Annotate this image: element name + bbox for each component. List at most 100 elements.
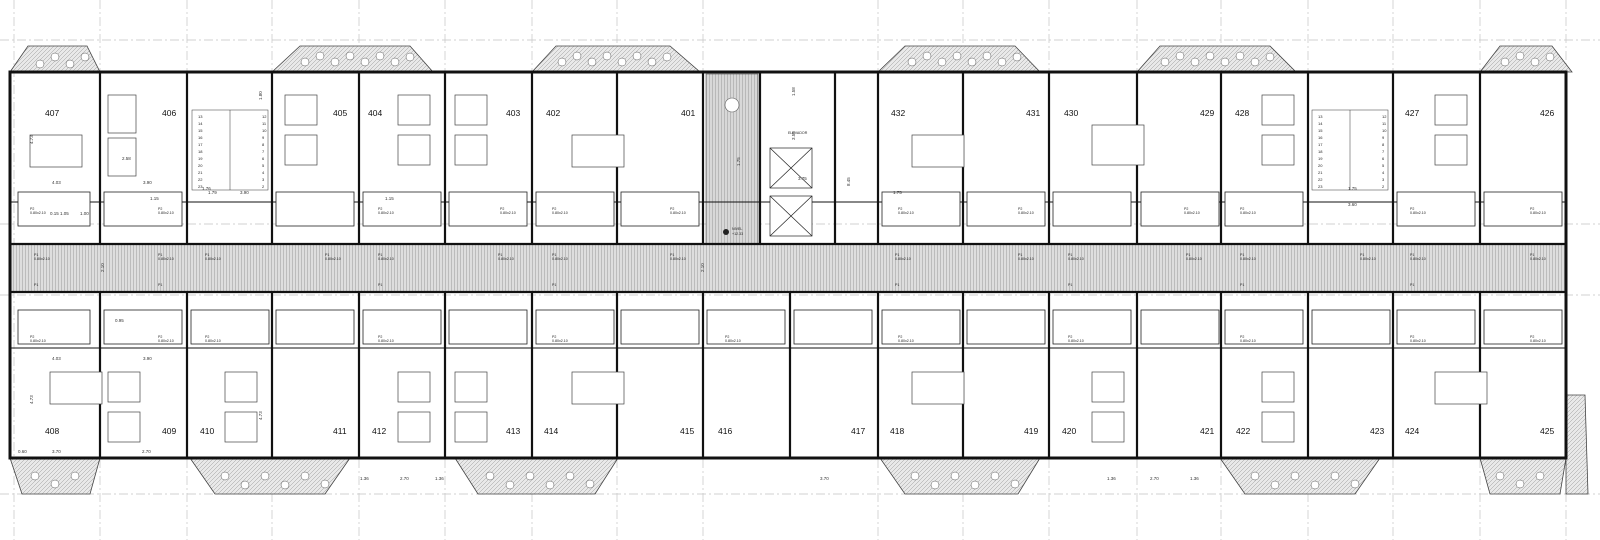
room-label: 402 [546, 108, 560, 118]
door-tag: P2 [500, 207, 504, 211]
door-dim: 0.80x2.10 [895, 257, 911, 261]
room-label: 416 [718, 426, 732, 436]
room-label: 412 [372, 426, 386, 436]
svg-text:21: 21 [198, 170, 203, 175]
svg-text:1.36: 1.36 [1190, 476, 1199, 481]
door-dim: 0.80x2.10 [498, 257, 514, 261]
door-dim: 0.80x2.10 [30, 211, 46, 215]
room-label: 421 [1200, 426, 1214, 436]
door-dim: 0.80x2.10 [552, 339, 568, 343]
stair-steps-right: 13 14 15 16 17 18 19 20 21 22 23 12 11 1… [1318, 114, 1387, 189]
svg-text:1.36: 1.36 [1107, 476, 1116, 481]
room-label: 407 [45, 108, 59, 118]
svg-text:1.76: 1.76 [202, 186, 211, 191]
svg-text:15: 15 [198, 128, 203, 133]
svg-text:1.75: 1.75 [736, 157, 741, 166]
svg-text:3.70: 3.70 [52, 449, 61, 454]
svg-text:3: 3 [1382, 177, 1385, 182]
door-dim: 0.80x2.10 [1360, 257, 1376, 261]
door-tag: P2 [1530, 335, 1534, 339]
room-label: 420 [1062, 426, 1076, 436]
door-tag: P2 [30, 335, 34, 339]
svg-text:19: 19 [198, 156, 203, 161]
svg-text:1.15: 1.15 [150, 196, 159, 201]
room-label: 423 [1370, 426, 1384, 436]
svg-text:1.05: 1.05 [60, 211, 69, 216]
door-tag: P1 [158, 253, 162, 257]
svg-text:12: 12 [262, 114, 267, 119]
door-tag: P1 [325, 253, 329, 257]
svg-text:4.03: 4.03 [52, 180, 61, 185]
door-tag: P2 [158, 335, 162, 339]
door-dim: 0.80x2.10 [158, 339, 174, 343]
door-dim: 0.80x2.10 [325, 257, 341, 261]
door-dim: 0.80x2.10 [552, 257, 568, 261]
svg-text:1.58: 1.58 [791, 87, 796, 96]
door-tag: P1 [34, 253, 38, 257]
svg-text:1.00: 1.00 [80, 211, 89, 216]
room-label: 405 [333, 108, 347, 118]
door-tag: P2 [898, 207, 902, 211]
door-dim: 0.80x2.10 [1068, 257, 1084, 261]
door-dim: 0.80x2.10 [500, 211, 516, 215]
room-label: 419 [1024, 426, 1038, 436]
svg-text:18: 18 [198, 149, 203, 154]
svg-text:14: 14 [1318, 121, 1323, 126]
svg-text:3.60: 3.60 [1348, 202, 1357, 207]
svg-text:6: 6 [1382, 156, 1385, 161]
svg-text:8: 8 [1382, 142, 1385, 147]
svg-text:1.79: 1.79 [208, 190, 217, 195]
svg-text:10: 10 [262, 128, 267, 133]
door-tag: P1 [1410, 253, 1414, 257]
svg-text:19: 19 [1318, 156, 1323, 161]
door-dim: 0.80x2.10 [158, 257, 174, 261]
door-tag: P1 [1186, 253, 1190, 257]
door-dim: 0.80x2.10 [552, 211, 568, 215]
door-tag: P2 [898, 335, 902, 339]
south-beds [49, 371, 1488, 443]
level-label: NIVEL [732, 227, 742, 231]
room-label: 410 [200, 426, 214, 436]
door-dim: 0.80x2.10 [205, 257, 221, 261]
svg-text:1.15: 1.15 [385, 196, 394, 201]
svg-text:0.95: 0.95 [115, 318, 124, 323]
svg-text:3.90: 3.90 [143, 180, 152, 185]
room-label: 426 [1540, 108, 1554, 118]
south-balcony-planters [30, 471, 1545, 490]
svg-text:2.70: 2.70 [400, 476, 409, 481]
north-bathrooms [17, 191, 1563, 227]
svg-text:6: 6 [262, 156, 265, 161]
room-label: 431 [1026, 108, 1040, 118]
svg-text:20: 20 [1318, 163, 1323, 168]
svg-text:2: 2 [1382, 184, 1385, 189]
svg-text:22: 22 [198, 177, 203, 182]
north-beds [29, 94, 1468, 177]
svg-text:3.55: 3.55 [791, 131, 796, 140]
door-tag: P2 [30, 207, 34, 211]
room-label: 429 [1200, 108, 1214, 118]
svg-text:21: 21 [1318, 170, 1323, 175]
svg-text:23: 23 [198, 184, 203, 189]
door-tag: P1 [895, 283, 899, 287]
svg-text:0.60: 0.60 [18, 449, 27, 454]
door-tag: P2 [1240, 207, 1244, 211]
door-tag: P2 [1018, 207, 1022, 211]
door-tag: P1 [1240, 253, 1244, 257]
door-tag: P1 [670, 253, 674, 257]
door-tag: P2 [1530, 207, 1534, 211]
svg-text:4.73: 4.73 [258, 411, 263, 420]
door-tag: P2 [205, 335, 209, 339]
svg-text:2.10: 2.10 [100, 263, 105, 272]
svg-text:3.70: 3.70 [820, 476, 829, 481]
room-label: 411 [333, 426, 347, 436]
svg-text:1.75: 1.75 [893, 190, 902, 195]
room-label: 418 [890, 426, 904, 436]
door-dim: 0.80x2.10 [898, 211, 914, 215]
door-dim: 0.80x2.10 [1186, 257, 1202, 261]
door-dim: 0.80x2.10 [378, 339, 394, 343]
room-label: 428 [1235, 108, 1249, 118]
south-balconies [9, 394, 1589, 495]
room-label: 425 [1540, 426, 1554, 436]
svg-text:14: 14 [198, 121, 203, 126]
door-dim: 0.80x2.10 [34, 257, 50, 261]
